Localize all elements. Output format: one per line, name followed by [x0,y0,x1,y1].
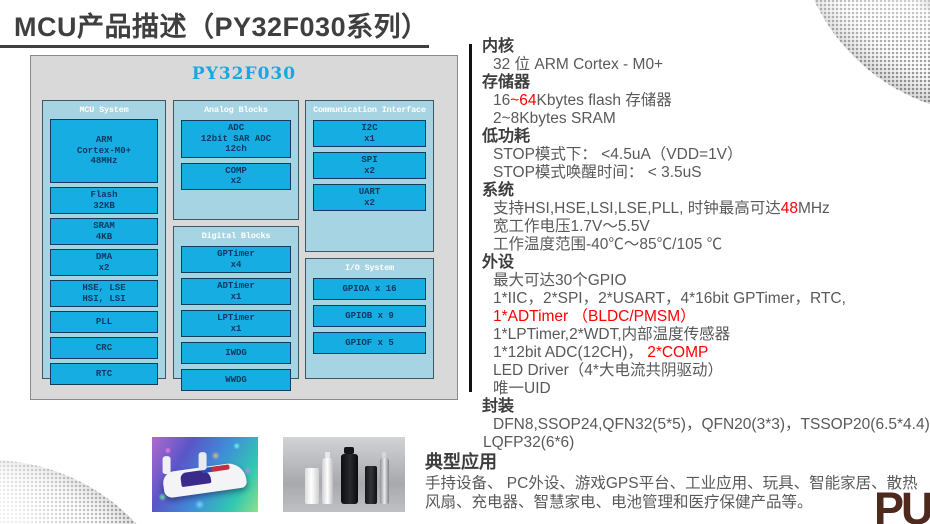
disco-toy-car-photo [152,437,258,512]
typical-applications: 典型应用 手持设备、 PC外设、游戏GPS平台、工业应用、玩具、智能家居、散热风… [425,452,925,512]
toy-car-open-doors [161,456,171,475]
spec-line: STOP模式唤醒时间： < 3.5uS [482,164,928,182]
vape-device [365,466,377,504]
spec-text: 最大可达30个GPIO [493,272,627,289]
spec-line: 1*12bit ADC(12CH)， 2*COMP [482,344,928,362]
diagram-box-gpiof-x-5: GPIOF x 5 [313,332,426,354]
spec-line: 1*LPTimer,2*WDT,内部温度传感器 [482,326,928,344]
spec-text: 工作温度范围-40℃～85℃/105 ℃ [493,236,723,253]
spec-section-heading: 封装 [482,398,515,415]
spec-text: 16 [493,92,511,109]
spec-line: 1*IIC，2*SPI，2*USART，4*16bit GPTimer，RTC, [482,290,928,308]
spec-text: 宽工作电压1.7V～5.5V [493,218,650,235]
spec-section-heading: 内核 [482,38,515,55]
e-cigarette-devices-photo [283,437,405,512]
vape-device [341,454,358,504]
typical-applications-heading: 典型应用 [425,452,497,472]
diagram-box-gpiob-x-9: GPIOB x 9 [313,305,426,327]
spec-text: STOP模式下： <4.5uA（VDD=1V） [493,146,743,163]
spec-line: 最大可达30个GPIO [482,272,928,290]
panel-header: I/O System [344,263,394,273]
diagram-box-rtc: RTC [50,363,158,385]
spec-highlight: 1*ADTimer （BLDC/PMSM） [493,308,696,325]
spec-section-heading: 系统 [482,182,515,199]
spec-text: 32 位 ARM Cortex - M0+ [493,56,664,73]
spec-text: 1*12bit ADC(12CH)， [493,344,648,361]
vape-device-tip [325,452,330,458]
page-title: MCU产品描述（PY32F030系列） [14,12,429,42]
typical-applications-text: 手持设备、 PC外设、游戏GPS平台、工业应用、玩具、智能家居、散热风扇、充电器… [425,475,918,511]
spec-line: DFN8,SSOP24,QFN32(5*5)，QFN20(3*3)，TSSOP2… [482,416,930,434]
toy-car-window [179,468,211,487]
diagram-title: PY32F030 [191,64,297,84]
spec-text: Kbytes flash 存储器 [536,92,672,109]
spec-section-heading: 存储器 [482,74,531,91]
spec-text: 1*IIC，2*SPI，2*USART，4*16bit GPTimer，RTC, [493,290,846,307]
vertical-divider [469,44,472,392]
spec-line: 唯一UID [482,380,928,398]
spec-line: LQFP32(6*6) [482,434,928,452]
spec-text: DFN8,SSOP24,QFN32(5*5)，QFN20(3*3)，TSSOP2… [493,416,930,433]
diagram-box-gpioa-x-16: GPIOA x 16 [313,278,426,300]
spec-highlight: 2*COMP [647,344,709,361]
spec-line: 32 位 ARM Cortex - M0+ [482,56,928,74]
spec-line: LED Driver（4*大电流共阴驱动） [482,362,928,380]
spec-section-heading: 外设 [482,254,515,271]
spec-text: LQFP32(6*6) [483,434,575,451]
diagram-box-crc: CRC [50,337,158,359]
title-underline [0,45,429,48]
diagram-box-wwdg: WWDG [181,369,291,391]
vape-device-tip [382,452,386,458]
spec-line: 16~64Kbytes flash 存储器 [482,92,928,110]
spec-highlight: 48 [780,200,798,217]
spec-highlight: ~64 [510,92,537,109]
spec-text: 2~8Kbytes SRAM [493,110,616,127]
toy-car-roof-lights [210,464,230,472]
spec-line: STOP模式下： <4.5uA（VDD=1V） [482,146,928,164]
vape-device [305,468,319,504]
spec-text: STOP模式唤醒时间： < 3.5uS [493,164,702,181]
panel-header: Digital Blocks [201,231,271,241]
panel-header: MCU System [79,105,129,115]
panel-io-system: I/O System GPIOA x 16 GPIOB x 9 GPIOF x 5 [305,258,434,379]
spec-text: LED Driver（4*大电流共阴驱动） [493,362,723,379]
vape-device [322,458,333,504]
panel-header: Analog Blocks [204,105,268,115]
spec-text: 1*LPTimer,2*WDT,内部温度传感器 [493,326,731,343]
spec-text: 支持HSI,HSE,LSI,LSE,PLL, 时钟最高可达 [493,200,781,217]
spec-text: 唯一UID [493,380,551,397]
vape-device-tip [344,447,354,454]
diagram-box-iwdg: IWDG [181,342,291,364]
spec-line: 支持HSI,HSE,LSI,LSE,PLL, 时钟最高可达48MHz [482,200,928,218]
vape-device [380,458,389,504]
panel-header: Communication Interface [313,105,426,115]
diagram-box-pll: PLL [50,311,158,333]
spec-section-heading: 低功耗 [482,128,531,145]
spec-line: 工作温度范围-40℃～85℃/105 ℃ [482,236,928,254]
spec-line: 宽工作电压1.7V～5.5V [482,218,928,236]
brand-logo: PU [874,483,930,524]
spec-line: 1*ADTimer （BLDC/PMSM） [482,308,928,326]
spec-line: 2~8Kbytes SRAM [482,110,928,128]
spec-text: MHz [797,200,830,217]
